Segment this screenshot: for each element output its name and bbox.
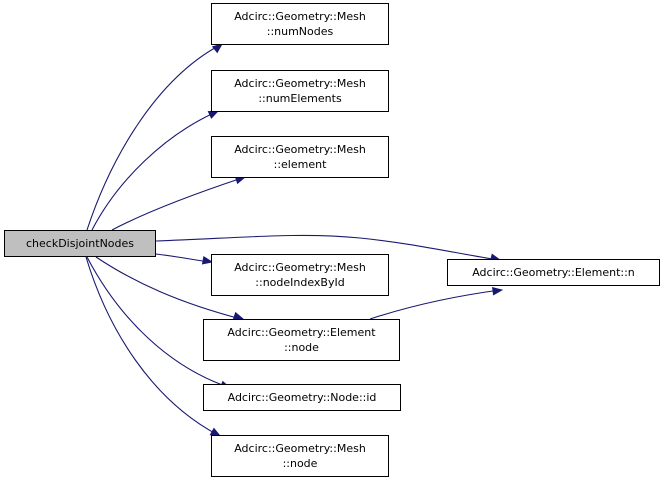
edge-root-numNodes [86, 44, 221, 231]
arrowhead-root-nodeIndexById [201, 256, 214, 265]
node-label-line: ::element [273, 158, 327, 171]
node-element-node[interactable]: Adcirc::Geometry::Element ::node [203, 319, 400, 361]
node-node-id[interactable]: Adcirc::Geometry::Node::id [203, 384, 401, 411]
node-label-line: ::node [284, 341, 319, 354]
node-mesh-numElements[interactable]: Adcirc::Geometry::Mesh ::numElements [211, 70, 389, 112]
arrowhead-root-numElements [207, 110, 220, 119]
node-label-line: ::numNodes [266, 25, 334, 38]
node-mesh-nodeIndexById[interactable]: Adcirc::Geometry::Mesh ::nodeIndexById [211, 254, 389, 296]
arrowhead-root-numNodes [211, 43, 224, 54]
node-label-line: Adcirc::Geometry::Mesh [234, 442, 366, 455]
node-label-line: Adcirc::Geometry::Mesh [234, 77, 366, 90]
node-label-line: Adcirc::Geometry::Element [227, 326, 376, 339]
arrowhead-elemNode-elemN [492, 286, 504, 296]
edge-elemNode-elemN [369, 289, 501, 320]
node-label-line: ::numElements [258, 92, 342, 105]
node-mesh-node[interactable]: Adcirc::Geometry::Mesh ::node [211, 435, 389, 477]
node-label-line: Adcirc::Geometry::Element::n [472, 266, 635, 279]
edge-root-elemN [155, 234, 499, 261]
node-label-line: Adcirc::Geometry::Mesh [234, 10, 366, 23]
node-mesh-numNodes[interactable]: Adcirc::Geometry::Mesh ::numNodes [211, 3, 389, 45]
node-label: checkDisjointNodes [25, 237, 135, 250]
node-label-line: Adcirc::Geometry::Mesh [234, 143, 366, 156]
edge-root-nodeId [86, 256, 229, 388]
edge-root-meshNode [85, 256, 219, 436]
node-label-line: ::nodeIndexById [255, 276, 345, 289]
node-checkDisjointNodes: checkDisjointNodes [4, 230, 156, 257]
edge-root-elemNode [95, 256, 242, 320]
node-label-line: Adcirc::Geometry::Node::id [227, 391, 377, 404]
edge-root-element [111, 177, 243, 231]
node-mesh-element[interactable]: Adcirc::Geometry::Mesh ::element [211, 136, 389, 178]
node-label-line: ::node [282, 457, 318, 470]
node-label-line: Adcirc::Geometry::Mesh [234, 261, 366, 274]
edge-root-nodeIndexById [155, 253, 211, 263]
edge-root-numElements [91, 111, 217, 231]
node-element-n[interactable]: Adcirc::Geometry::Element::n [447, 259, 660, 286]
